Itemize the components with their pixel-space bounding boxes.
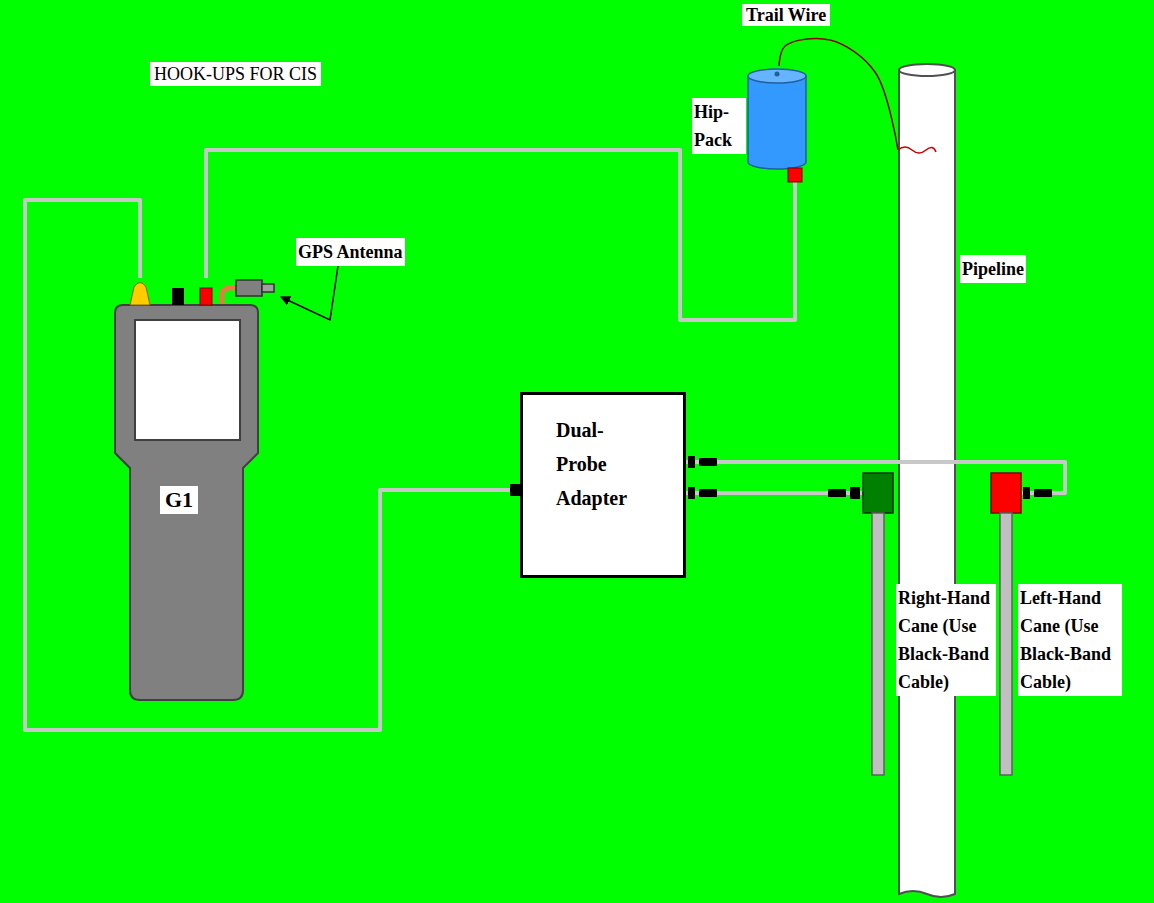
node-text: G1: [160, 486, 198, 514]
black-connector: [172, 288, 184, 305]
node-text: Dual-Probe Adapter: [554, 413, 648, 515]
hip-pack-body: [748, 76, 806, 169]
pipe-end: [899, 64, 955, 76]
hip-pack-top: [748, 69, 806, 83]
cane-rod: [872, 513, 884, 775]
jack: [850, 487, 860, 499]
cane-rod: [1000, 513, 1012, 775]
node-text: Left-Hand Cane (Use Black-Band Cable): [1018, 584, 1122, 696]
adapter-box: Dual-Probe Adapter: [520, 392, 686, 578]
wire-label: Trail Wire: [742, 4, 830, 26]
antenna-cable: [222, 288, 236, 305]
shape-outline: [748, 66, 810, 182]
shape-outline: [862, 472, 894, 776]
node-text: Pipeline: [960, 255, 1026, 283]
right-cane: Right-Hand Cane (Use Black-Band Cable): [862, 472, 894, 776]
jack: [699, 489, 717, 497]
node-text: Right-Hand Cane (Use Black-Band Cable): [896, 584, 996, 696]
part-label: GPS Antenna: [296, 238, 405, 266]
device-screen: [135, 320, 240, 440]
jack: [1023, 487, 1030, 499]
gps-antenna: [236, 280, 262, 296]
antenna-tip: [262, 284, 274, 292]
diagram-title: HOOK-UPS FOR CIS: [150, 62, 321, 86]
leader-line: [281, 266, 338, 320]
cane-handle: [991, 473, 1021, 513]
cane-handle: [863, 473, 893, 513]
red-connector: [200, 288, 212, 305]
jack: [510, 484, 520, 496]
jack: [688, 456, 695, 468]
yellow-connector: [130, 283, 150, 306]
probe-cable: [25, 200, 520, 730]
wire-post: [775, 72, 780, 77]
hip-pack-cable: [206, 150, 795, 320]
device-body: [115, 305, 258, 700]
trail-wire-end: [898, 147, 936, 153]
jack: [688, 487, 695, 499]
pipeline: Pipeline: [898, 62, 956, 903]
hip-pack: Hip-Pack: [748, 66, 810, 182]
jack: [699, 458, 717, 466]
jack: [1034, 489, 1052, 497]
shape-outline: [898, 62, 956, 903]
node-text: Hip-Pack: [692, 98, 746, 154]
pipe-body: [899, 70, 955, 897]
g1-device: G1: [115, 278, 258, 700]
jack: [828, 489, 846, 497]
red-connector: [788, 168, 802, 182]
